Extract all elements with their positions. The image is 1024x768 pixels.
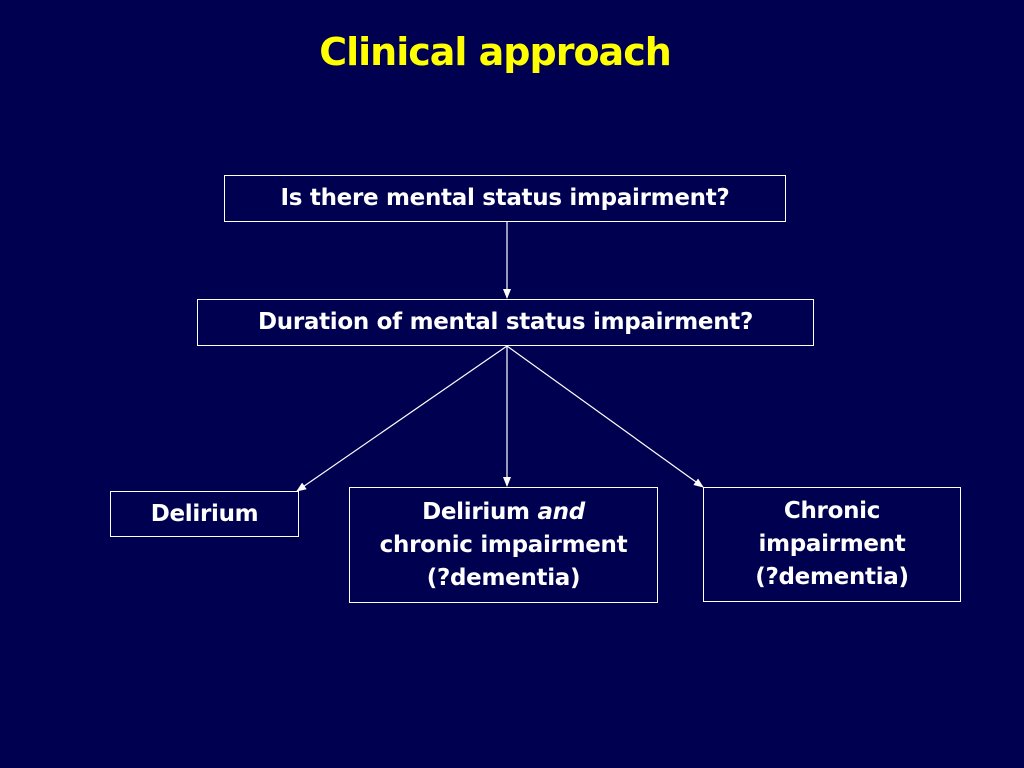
chronic-impairment-line1: Chronic (783, 498, 881, 524)
delirium-and-chronic-line1: Delirium and (422, 496, 585, 529)
chronic-impairment-line3: (?dementia) (755, 564, 909, 590)
delirium-and-chronic-line2: chronic impairment (379, 531, 628, 558)
question-mental-status-box: Is there mental status impairment? (224, 175, 786, 222)
question-duration-text: Duration of mental status impairment? (257, 309, 754, 335)
delirium-and-chronic-line1-b: and (537, 498, 585, 525)
delirium-and-chronic-line3: (?dementia) (426, 564, 581, 591)
slide-title: Clinical approach (319, 30, 672, 74)
chronic-impairment-line2: impairment (758, 531, 906, 557)
delirium-and-chronic-box: Delirium and chronic impairment (?dement… (349, 487, 658, 603)
question-mental-status-text: Is there mental status impairment? (280, 185, 730, 211)
delirium-box: Delirium (110, 491, 299, 537)
chronic-impairment-box: Chronic impairment (?dementia) (703, 487, 961, 602)
arrow-q2-to-delirium (296, 345, 508, 492)
question-duration-box: Duration of mental status impairment? (197, 299, 814, 346)
delirium-text: Delirium (150, 500, 259, 527)
arrow-q2-to-chronic (506, 345, 704, 488)
delirium-and-chronic-line1-a: Delirium (422, 498, 530, 525)
